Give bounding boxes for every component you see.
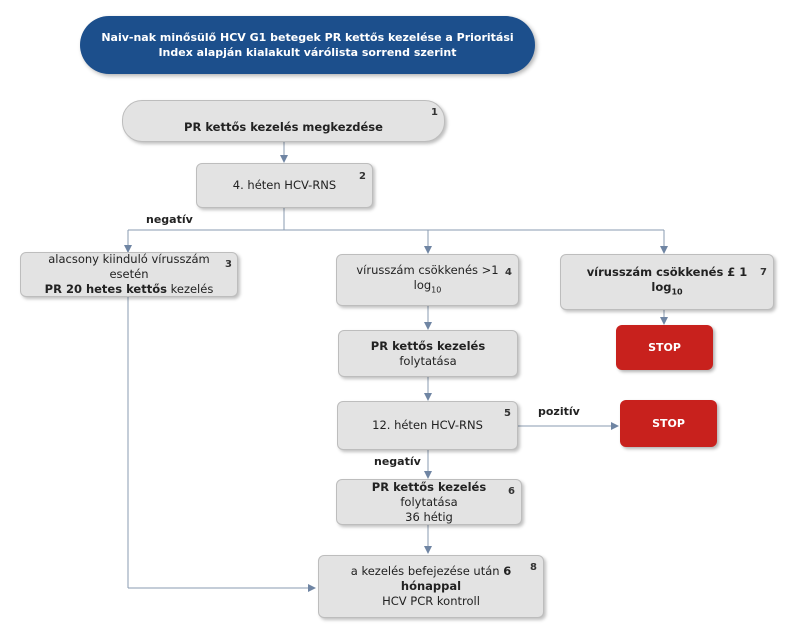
node-6-continue-36-weeks: PR kettős kezelés folytatása 36 hétig 6	[336, 479, 522, 525]
node-3-low-viral-load: alacsony kiinduló vírusszám esetén PR 20…	[20, 252, 238, 297]
node-6-number: 6	[508, 486, 515, 497]
node-7-number: 7	[760, 267, 767, 278]
node-2-week4-hcv-rns: 4. héten HCV-RNS 2	[196, 163, 373, 208]
stop-box-1: STOP	[616, 325, 713, 370]
node-6-line1: PR kettős kezelés folytatása	[347, 480, 511, 510]
node-1-text: PR kettős kezelés megkezdése	[184, 119, 383, 134]
node-8-line1-pre: a kezelés befejezése után	[350, 564, 504, 578]
node-4-text: vírusszám csökkenés >1 log	[356, 262, 499, 292]
node-3-number: 3	[225, 259, 232, 270]
node-8-line1-bold: 6 hónappal	[400, 564, 512, 593]
stop-2-label: STOP	[652, 417, 685, 430]
node-6-rest: folytatása	[400, 494, 458, 509]
node-7-viral-decrease-le1: vírusszám csökkenés £ 1 log10 7	[560, 254, 774, 310]
node-7-text-wrap: vírusszám csökkenés £ 1 log10	[571, 265, 763, 299]
node-8-line2: HCV PCR kontroll	[382, 594, 480, 608]
title-line-2: Index alapján kialakult várólista sorren…	[158, 46, 457, 59]
node-4-viral-decrease-gt1: vírusszám csökkenés >1 log10 4	[336, 254, 519, 306]
continue-bold: PR kettős kezelés	[370, 338, 486, 353]
continue-text-wrap: PR kettős kezelés folytatása	[349, 339, 507, 369]
stop-box-2: STOP	[620, 400, 717, 447]
node-4-number: 4	[505, 267, 512, 278]
node-6-bold: PR kettős kezelés	[371, 479, 487, 494]
node-1-start-treatment: PR kettős kezelés megkezdése 1	[122, 100, 445, 142]
node-3-line2-rest: kezelés	[166, 282, 214, 296]
diagram-title: Naiv-nak minősülő HCV G1 betegek PR kett…	[80, 16, 535, 74]
label-negativ-2: negatív	[374, 455, 421, 468]
node-5-number: 5	[504, 408, 511, 419]
node-4-sub: 10	[431, 285, 442, 295]
title-line-1: Naiv-nak minősülő HCV G1 betegek PR kett…	[101, 31, 514, 44]
node-7-text: vírusszám csökkenés £ 1 log	[586, 264, 748, 294]
node-5-text: 12. héten HCV-RNS	[372, 418, 483, 432]
label-pozitiv: pozitív	[538, 405, 580, 418]
node-8-number: 8	[530, 562, 537, 573]
node-4-text-wrap: vírusszám csökkenés >1 log10	[347, 263, 508, 297]
node-2-text: 4. héten HCV-RNS	[232, 178, 337, 192]
node-1-number: 1	[431, 107, 438, 118]
node-8-followup-control: a kezelés befejezése után 6 hónappal HCV…	[318, 555, 544, 618]
node-8-line1: a kezelés befejezése után 6 hónappal	[329, 564, 533, 594]
node-3-line2: PR 20 hetes kettős kezelés	[45, 282, 214, 297]
node-3-line2-bold: PR 20 hetes kettős	[44, 282, 167, 296]
node-3-line1: alacsony kiinduló vírusszám esetén	[48, 252, 210, 281]
node-5-week12-hcv-rns: 12. héten HCV-RNS 5	[337, 401, 518, 450]
node-6-line2: 36 hétig	[405, 509, 453, 524]
stop-1-label: STOP	[648, 341, 681, 354]
label-negativ-1: negatív	[146, 213, 193, 226]
node-7-sub: 10	[671, 287, 683, 297]
continue-rest: folytatása	[399, 353, 457, 368]
node-2-number: 2	[359, 171, 366, 182]
node-continue-treatment: PR kettős kezelés folytatása	[338, 330, 518, 377]
